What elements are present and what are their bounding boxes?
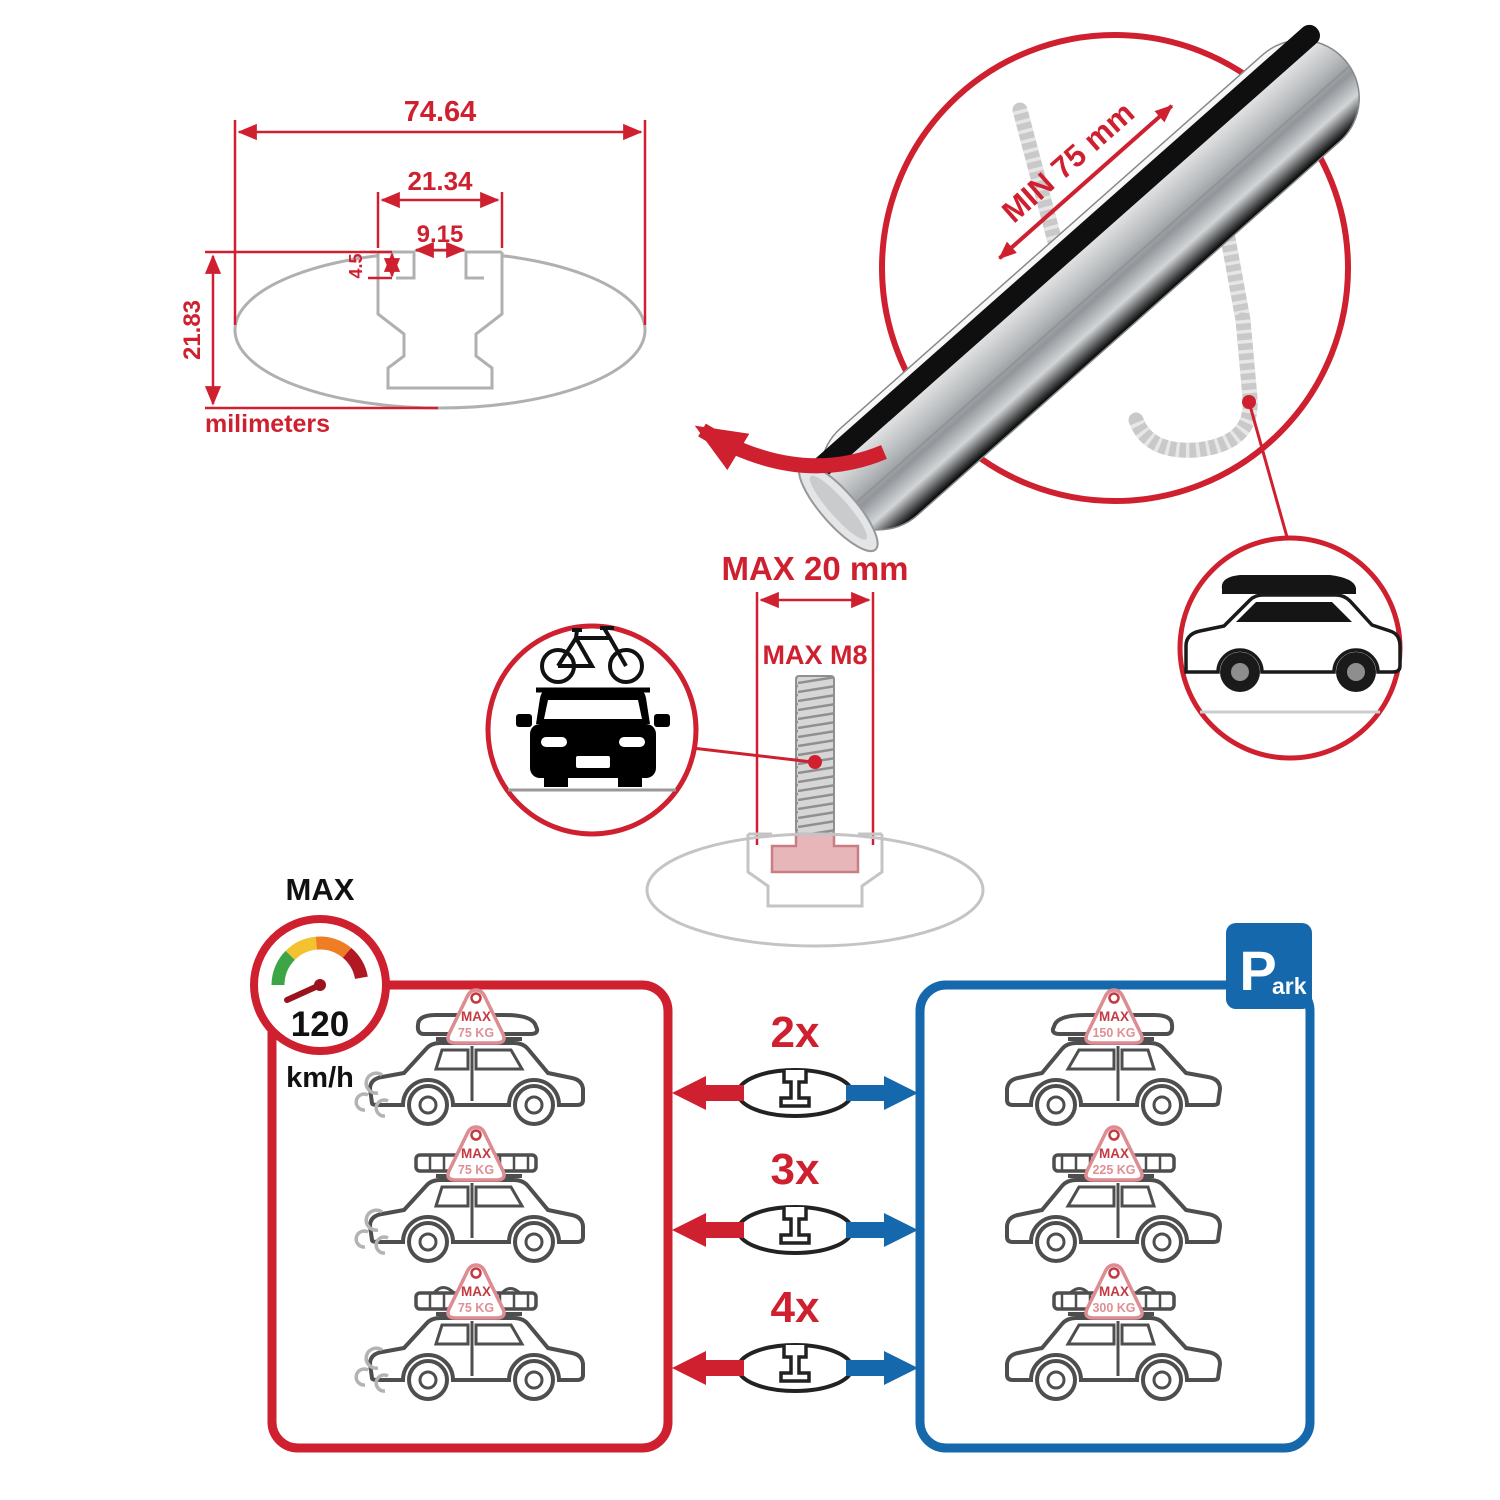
- bike-car-bubble: [485, 623, 699, 837]
- row-3-blue-arrow: [846, 1351, 918, 1385]
- ghost-bar-section: [645, 832, 985, 948]
- dim-total-width: [233, 120, 647, 325]
- suv-windows: [1236, 602, 1352, 622]
- drive-tag-2: MAX 75 KG: [446, 1125, 506, 1182]
- drive-tag-3-value: 75 KG: [458, 1301, 494, 1315]
- driving-panel: MAX 75 KG MAX 75 KG MAX 75 KG: [267, 980, 673, 1453]
- units-label: milimeters: [205, 410, 330, 438]
- speed-value: 120: [291, 1005, 349, 1044]
- park-sign-ark: ark: [1272, 973, 1307, 999]
- row-1-blue-arrow: [846, 1076, 918, 1110]
- row-2-blue-arrow: [846, 1213, 918, 1247]
- dim-channel-width: [376, 191, 504, 248]
- dim-slot-width-label: 9.15: [417, 221, 464, 248]
- drive-tag-1: MAX 75 KG: [446, 988, 506, 1045]
- park-tag-1: MAX 150 KG: [1084, 988, 1144, 1045]
- bike-icon: [540, 626, 644, 684]
- park-tag-3: MAX 300 KG: [1084, 1263, 1144, 1320]
- park-tag-1-value: 150 KG: [1092, 1026, 1135, 1040]
- park-tag-3-value: 300 KG: [1092, 1301, 1135, 1315]
- channel-lip-right: [464, 250, 502, 280]
- dim-channel-width-label: 21.34: [407, 166, 473, 196]
- row-2-count: 3x: [771, 1145, 820, 1194]
- bolt-spec-diagram: MAX 20 mm MAX M8: [645, 550, 985, 948]
- bolt-dim-lines: [755, 591, 875, 845]
- speed-max-label: MAX: [286, 872, 355, 907]
- bolt-max-length-label: MAX 20 mm: [721, 550, 908, 587]
- min-span-arrow: [998, 104, 1174, 260]
- gauge-arcs: [271, 936, 368, 986]
- drive-tag-1-label: MAX: [461, 1009, 491, 1024]
- quantity-arrow-rows: 2x 3x 4x: [672, 1008, 918, 1393]
- parking-panel: MAX 150 KG MAX 225 KG MAX 300 KG P ark: [915, 923, 1315, 1453]
- gauge-needle: [284, 982, 323, 1003]
- row-1-count: 2x: [771, 1008, 820, 1057]
- row-3-count: 4x: [771, 1283, 820, 1332]
- park-sign: P ark: [1226, 923, 1312, 1009]
- speed-limit-gauge: MAX 120 km/h: [250, 872, 390, 1094]
- t-bolt-head: [770, 832, 860, 874]
- roofbox-suv-bubble: [1177, 535, 1403, 761]
- park-sign-p: P: [1239, 939, 1276, 1002]
- bolt-max-thread-label: MAX M8: [762, 640, 867, 670]
- dim-total-height: [204, 250, 438, 410]
- dim-lip-depth-label: 4.5: [346, 253, 366, 278]
- dim-total-width-label: 74.64: [404, 96, 477, 128]
- row-1-red-arrow: [672, 1076, 744, 1110]
- park-tag-2-label: MAX: [1099, 1146, 1129, 1161]
- speed-unit: km/h: [286, 1062, 354, 1094]
- row-1-section-icon: [736, 1068, 854, 1118]
- row-2-section-icon: [736, 1205, 854, 1255]
- bike-bubble-connector: [691, 746, 813, 764]
- drive-tag-3-label: MAX: [461, 1284, 491, 1299]
- drive-tag-2-label: MAX: [461, 1146, 491, 1161]
- suv-roofbox: [1221, 575, 1356, 594]
- row-3-red-arrow: [672, 1351, 744, 1385]
- drive-tag-3: MAX 75 KG: [446, 1263, 506, 1320]
- park-tag-2-value: 225 KG: [1092, 1163, 1135, 1177]
- clamp-rods-front: [1128, 312, 1258, 458]
- row-3-section-icon: [736, 1343, 854, 1393]
- aluminum-bar: MIN 75 mm: [798, 24, 1360, 553]
- bar-detail-view: MIN 75 mm: [694, 24, 1360, 553]
- drive-tag-1-value: 75 KG: [458, 1026, 494, 1040]
- bolt-pointer-dot: [808, 755, 822, 769]
- bubble-connector-line: [1247, 401, 1289, 538]
- park-tag-1-label: MAX: [1099, 1009, 1129, 1024]
- suv-body: [1184, 593, 1402, 674]
- drive-tag-2-value: 75 KG: [458, 1163, 494, 1177]
- section-pointer-arrow: [694, 423, 887, 474]
- park-tag-3-label: MAX: [1099, 1284, 1129, 1299]
- park-tag-2: MAX 225 KG: [1084, 1125, 1144, 1182]
- car-front-icon: [508, 687, 676, 792]
- row-2-red-arrow: [672, 1213, 744, 1247]
- bar-profile-channel: [376, 252, 504, 390]
- channel-lip-left: [378, 250, 416, 280]
- dim-total-height-label: 21.83: [179, 300, 206, 360]
- cross-section-diagram: 74.64 21.34 9.15 4.5 21.83 milimeters: [179, 96, 647, 438]
